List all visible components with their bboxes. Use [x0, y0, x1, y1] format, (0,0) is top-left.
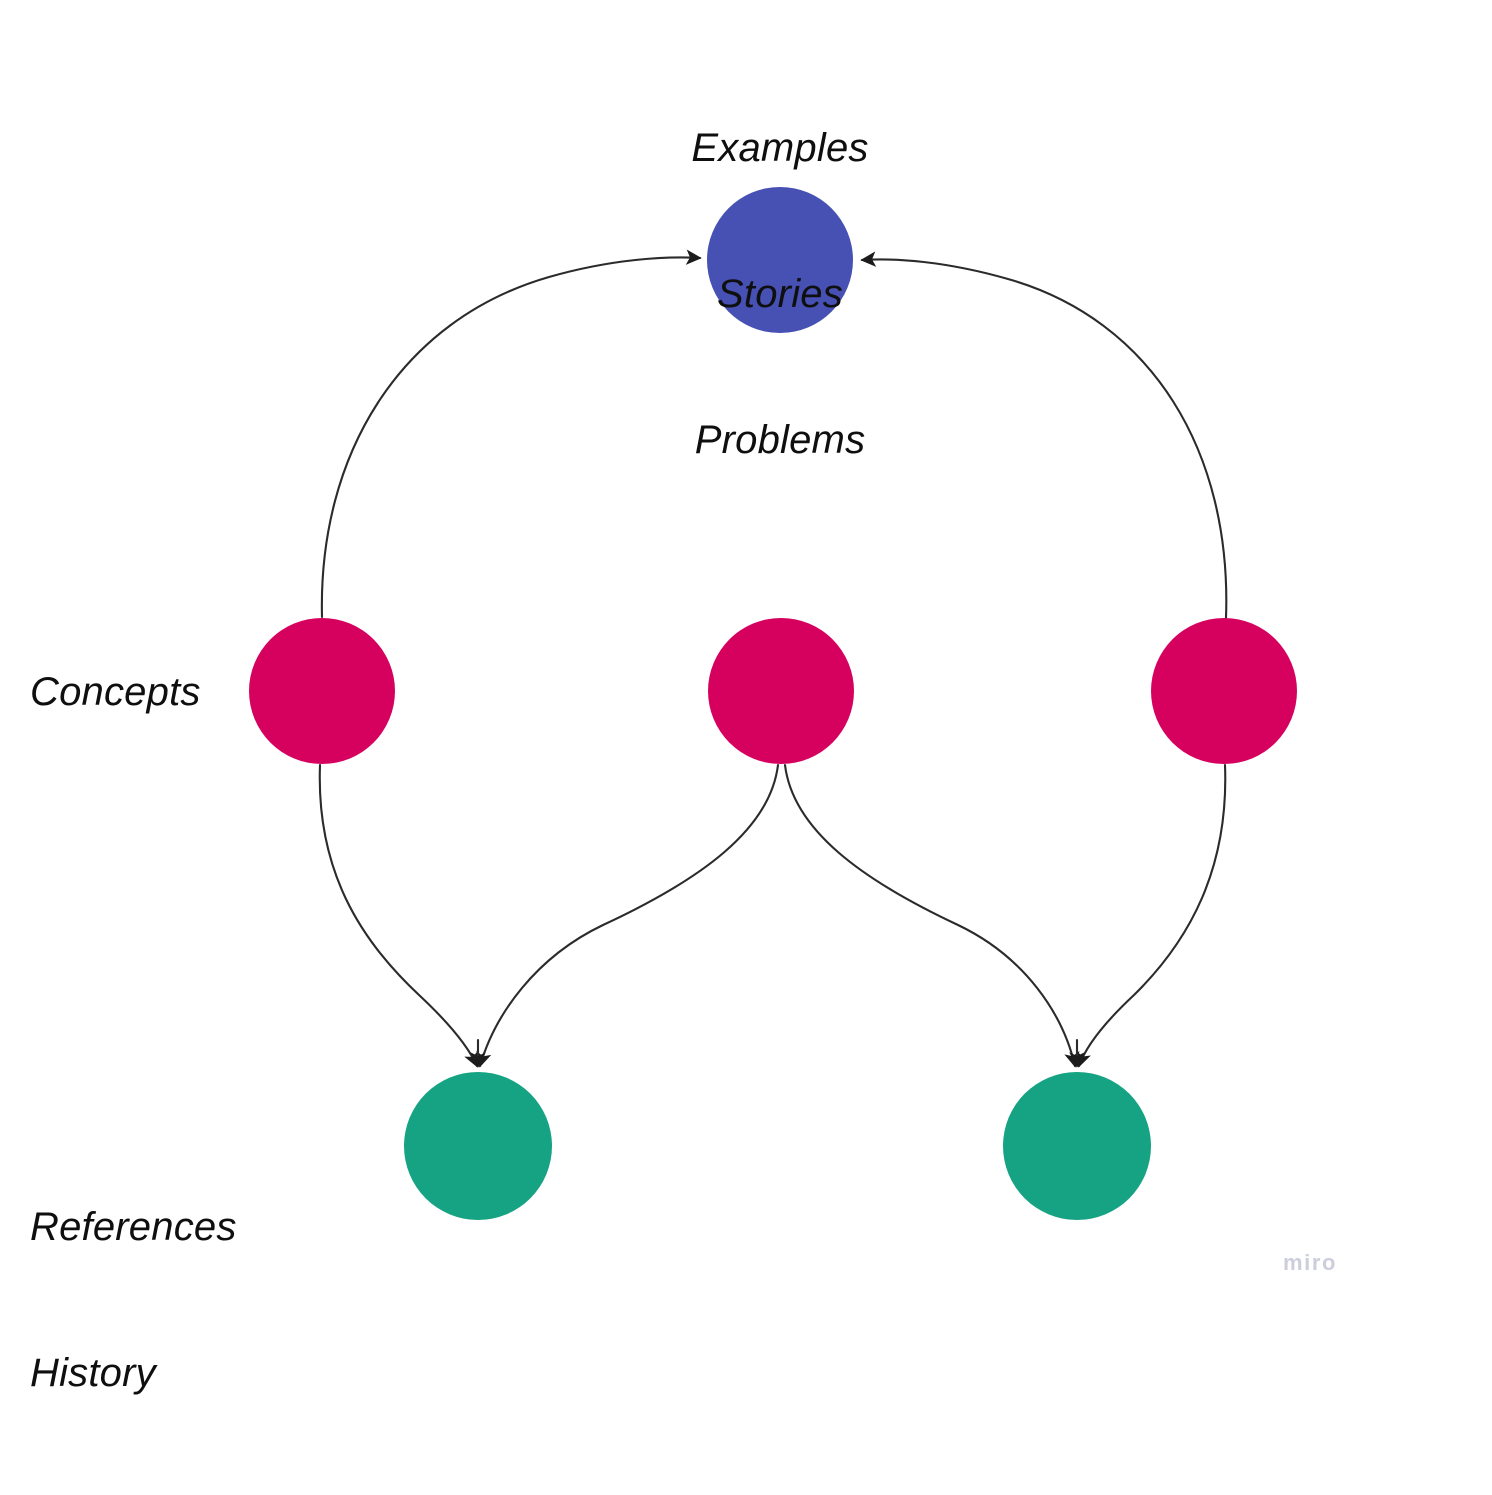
label-concepts: Concepts [30, 670, 201, 714]
edge-pink1-to-blue [320, 249, 702, 619]
node-layer [249, 187, 1297, 1220]
edge-pink3-to-blue [860, 251, 1228, 620]
label-examples-stories-problems: Examples Stories Problems [0, 26, 1492, 563]
diagram-svg [249, 187, 1297, 1220]
edge-pink2-to-teal2 [783, 763, 1080, 1068]
edge-pink3-to-teal2 [1076, 763, 1227, 1068]
edge-layer [318, 249, 1228, 1068]
node-reference-right[interactable] [1003, 1072, 1151, 1220]
label-line-examples: Examples [691, 125, 869, 170]
edge-arrowheads-overlay [470, 1038, 1085, 1068]
node-examples-blue[interactable] [707, 187, 853, 333]
miro-watermark: miro [1283, 1250, 1338, 1275]
node-concept-left[interactable] [249, 618, 395, 764]
label-line-problems: Problems [694, 418, 866, 463]
edge-pink1-to-teal1 [318, 763, 479, 1068]
label-line-references: References [30, 1204, 237, 1249]
label-line-stories: Stories [717, 271, 843, 316]
label-line-history: History [30, 1350, 156, 1395]
node-concept-right[interactable] [1151, 618, 1297, 764]
diagram-canvas[interactable]: Examples Stories Problems Concepts Refer… [0, 0, 1492, 1395]
node-concept-middle[interactable] [708, 618, 854, 764]
edge-pink2-to-teal1 [476, 763, 780, 1068]
node-reference-left[interactable] [404, 1072, 552, 1220]
label-references-history: References History [30, 1105, 237, 1495]
